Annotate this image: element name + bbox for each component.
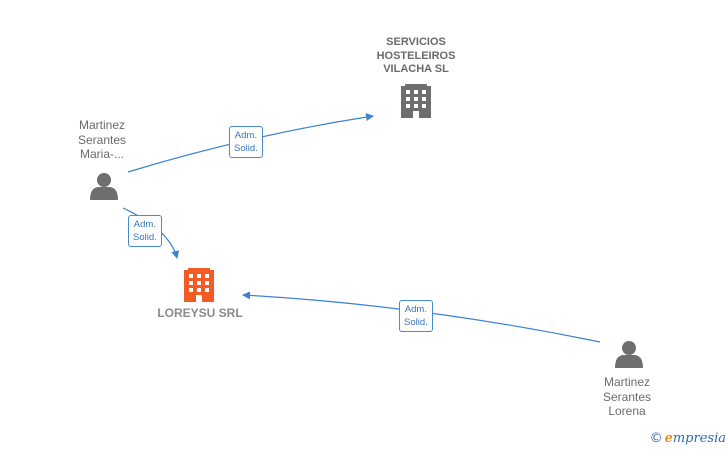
building-icon-highlighted[interactable] [184,268,214,302]
person-label-lorena[interactable]: Martinez Serantes Lorena [602,375,652,418]
building-icon[interactable] [401,84,431,118]
edge-label-maria-servicios: Adm. Solid. [229,126,263,158]
empresia-watermark: ©empresia [650,431,726,446]
person-label-maria[interactable]: Martinez Serantes Maria-... [77,118,127,161]
person-icon[interactable] [615,341,643,368]
company-label-loreysu[interactable]: LOREYSU SRL [157,306,243,320]
person-icon[interactable] [90,173,118,200]
edge-label-maria-loreysu: Adm. Solid. [128,215,162,247]
brand-name: mpresia [672,431,726,446]
copyright-icon: © [649,431,663,446]
company-label-servicios[interactable]: SERVICIOS HOSTELEIROS VILACHA SL [376,36,456,75]
brand-initial: e [664,431,673,446]
edge-label-lorena-loreysu: Adm. Solid. [399,300,433,332]
